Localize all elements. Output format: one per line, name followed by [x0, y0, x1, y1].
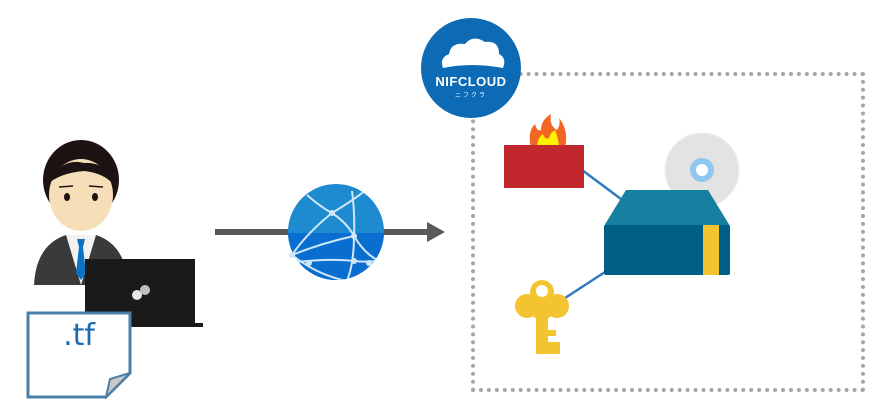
file-extension-label: .tf [63, 318, 95, 353]
disk-icon [664, 132, 740, 208]
globe-icon [287, 183, 385, 281]
nifcloud-brand-text: NIFCLOUD [435, 74, 507, 89]
server-icon [604, 190, 732, 276]
user-avatar [26, 135, 136, 295]
resource-links [480, 140, 740, 330]
terraform-file-icon [26, 311, 134, 399]
key-icon [514, 278, 572, 356]
nifcloud-logo [421, 18, 521, 118]
firewall-icon [503, 112, 585, 190]
cloud-boundary [471, 72, 865, 392]
nifcloud-brand-subtext: ニフクラ [454, 93, 487, 99]
